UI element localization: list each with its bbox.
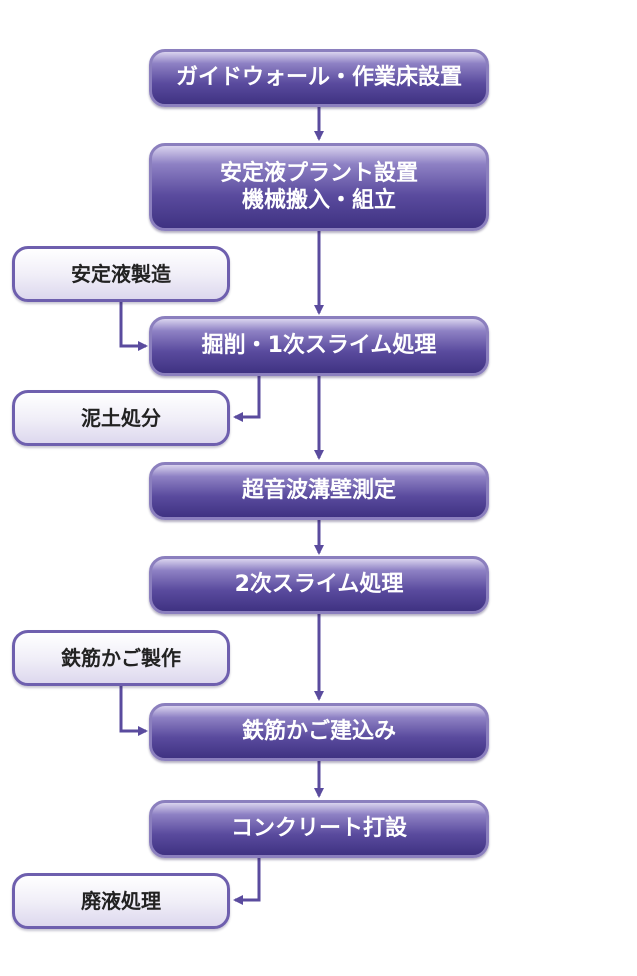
arrow-side-in-1 <box>119 301 148 351</box>
step-label: 超音波溝壁測定 <box>241 478 396 504</box>
step-rebar-install: 鉄筋かご建込み <box>149 703 489 761</box>
side-label: 安定液製造 <box>71 261 171 286</box>
step-label: 2次スライム処理 <box>234 572 404 598</box>
arrow-side-out-4 <box>233 857 261 905</box>
step-label-line-1: 安定液プラント設置 <box>219 160 418 186</box>
side-label: 泥土処分 <box>81 405 161 430</box>
side-waste-fluid: 廃液処理 <box>12 873 230 929</box>
step-label: コンクリート打設 <box>230 816 407 842</box>
side-label: 廃液処理 <box>81 888 161 913</box>
step-label: 掘削・1次スライム処理 <box>201 333 437 359</box>
step-ultrasonic: 超音波溝壁測定 <box>149 462 489 520</box>
step-excavation: 掘削・1次スライム処理 <box>149 316 489 376</box>
step-label-line-2: 機械搬入・組立 <box>241 188 396 213</box>
side-stabilizer: 安定液製造 <box>12 246 230 302</box>
arrow-side-out-2 <box>233 375 261 422</box>
step-plant-setup: 安定液プラント設置 機械搬入・組立 <box>149 143 489 231</box>
step-label: ガイドウォール・作業床設置 <box>175 65 462 91</box>
side-label: 鉄筋かご製作 <box>61 645 181 670</box>
step-label: 鉄筋かご建込み <box>241 719 396 745</box>
arrow-side-in-3 <box>119 685 148 736</box>
side-rebar-fabrication: 鉄筋かご製作 <box>12 630 230 686</box>
step-concrete: コンクリート打設 <box>149 800 489 858</box>
step-slime-2: 2次スライム処理 <box>149 556 489 614</box>
side-soil-disposal: 泥土処分 <box>12 390 230 446</box>
step-guide-wall: ガイドウォール・作業床設置 <box>149 49 489 107</box>
